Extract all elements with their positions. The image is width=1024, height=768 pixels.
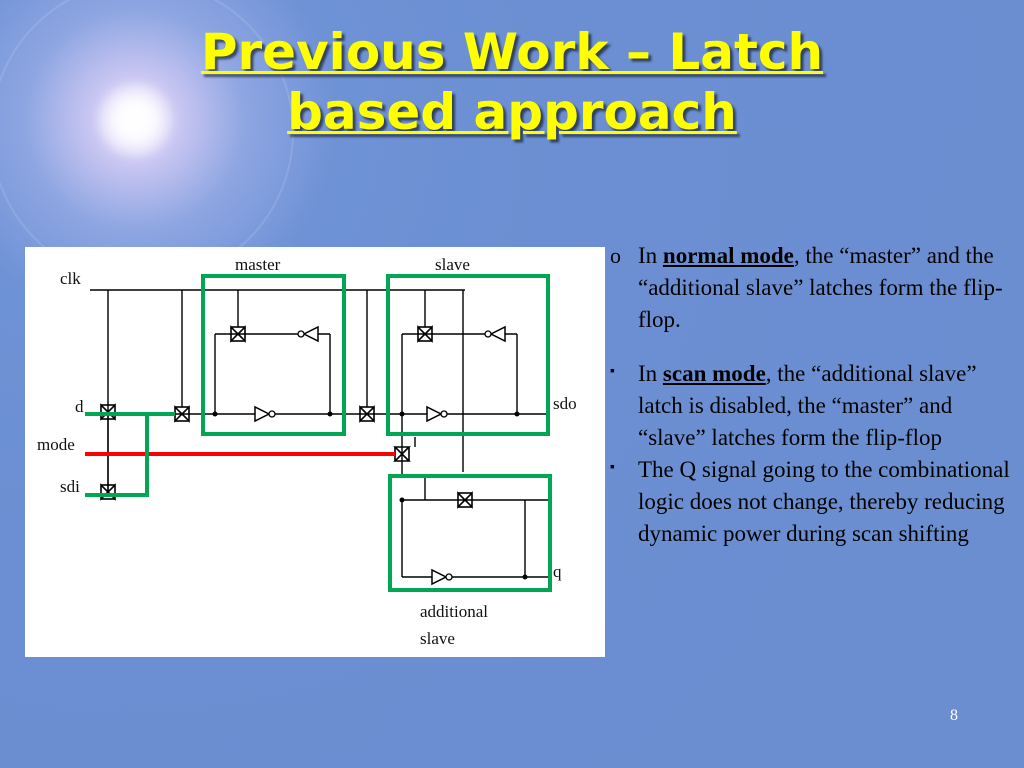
- label-q: q: [553, 562, 562, 581]
- latch-circuit-diagram: clk d mode sdi master slave sdo q additi…: [25, 247, 605, 657]
- label-sdo: sdo: [553, 394, 577, 413]
- sdi-input-highlight: [85, 414, 149, 497]
- label-additional: additional: [420, 602, 488, 621]
- bullet-q-signal: ▪ The Q signal going to the combinationa…: [610, 454, 1010, 550]
- circuit-nodes: [212, 411, 528, 580]
- circuit-svg: clk d mode sdi master slave sdo q additi…: [37, 255, 577, 648]
- bullet-list: o In normal mode, the “master” and the “…: [610, 240, 1010, 550]
- bullet-text-pre: In: [638, 361, 663, 386]
- master-highlight-box: [201, 274, 346, 436]
- label-d: d: [75, 397, 84, 416]
- label-master: master: [235, 255, 281, 274]
- label-additional-slave: slave: [420, 629, 455, 648]
- bullet-normal-mode: o In normal mode, the “master” and the “…: [610, 240, 1010, 336]
- slide-page-number: 8: [950, 707, 958, 724]
- bullet-scan-mode: ▪ In scan mode, the “additional slave” l…: [610, 358, 1010, 454]
- bullet-marker-square: ▪: [610, 364, 615, 379]
- bullet-marker-square: ▪: [610, 460, 615, 475]
- bullet-text-post: The Q signal going to the combinational …: [638, 457, 1010, 546]
- slide-title: Previous Work – Latch based approach: [0, 22, 1024, 142]
- bullet-text-post: , the “additional slave” latch is disabl…: [638, 361, 977, 450]
- slide-title-line1: Previous Work – Latch: [200, 23, 824, 81]
- label-clk: clk: [60, 269, 81, 288]
- bullet-keyword: normal mode: [662, 243, 794, 268]
- highlight-overlays: [85, 274, 552, 592]
- additional-slave-highlight-box: [388, 474, 552, 592]
- bullet-text-post: , the “master” and the “additional slave…: [638, 243, 1003, 332]
- bullet-marker-circle: o: [610, 243, 621, 268]
- slide-title-line2: based approach: [287, 83, 737, 141]
- label-slave: slave: [435, 255, 470, 274]
- slave-highlight-box: [386, 274, 550, 436]
- label-mode: mode: [37, 435, 75, 454]
- bullet-text-pre: In: [638, 243, 663, 268]
- label-sdi: sdi: [60, 477, 80, 496]
- bullet-keyword: scan mode: [662, 361, 766, 386]
